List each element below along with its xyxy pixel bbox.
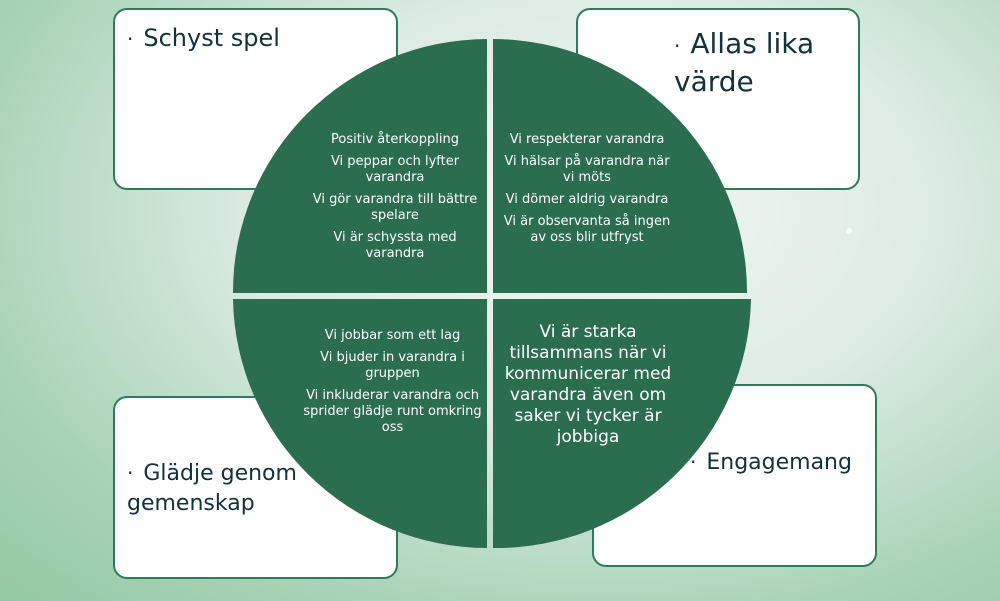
quadrant-line: Vi dömer aldrig varandra [505,192,669,207]
sparkle-decoration [846,228,852,234]
quadrant-line: Vi är observanta så ingen av oss blir ut… [503,214,671,245]
quadrant-bottom-right [493,299,751,549]
quadrant-line: Vi inkluderar varandra och sprider glädj… [303,388,482,435]
quadrant-line: Vi är starka tillsammans när vi kommunic… [504,322,672,447]
box-label-gladje: Glädje genom gemenskap [127,461,297,516]
quadrant-bottom-left [233,299,487,548]
quadrant-top-left [232,39,487,293]
quadrant-text-bottom-right: Vi är starka tillsammans när vi kommunic… [503,322,673,448]
bullet: · [127,27,134,51]
bullet: · [127,461,134,485]
quadrant-line: Vi peppar och lyfter varandra [330,154,460,185]
quadrant-line: Vi jobbar som ett lag [324,328,461,343]
quadrant-top-right [493,39,748,293]
box-label-schyst-spel: Schyst spel [143,24,280,52]
box-label-allas-lika-varde: Allas lika värde [674,27,815,98]
quadrant-text-bottom-left: Vi jobbar som ett lag Vi bjuder in varan… [300,328,485,442]
quadrant-line: Vi är schyssta med varandra [333,230,457,261]
bullet: · [690,450,697,474]
quadrant-text-top-left: Positiv återkoppling Vi peppar och lyfte… [305,132,485,268]
quadrant-line: Vi respekterar varandra [509,132,665,147]
quadrant-line: Positiv återkoppling [331,132,459,147]
quadrant-text-top-right: Vi respekterar varandra Vi hälsar på var… [497,132,677,252]
quadrant-line: Vi bjuder in varandra i gruppen [320,350,465,381]
bullet: · [674,34,681,58]
quadrant-line: Vi hälsar på varandra när vi möts [504,154,670,185]
box-label-engagemang: Engagemang [706,450,852,475]
quadrant-line: Vi gör varandra till bättre spelare [312,192,478,223]
